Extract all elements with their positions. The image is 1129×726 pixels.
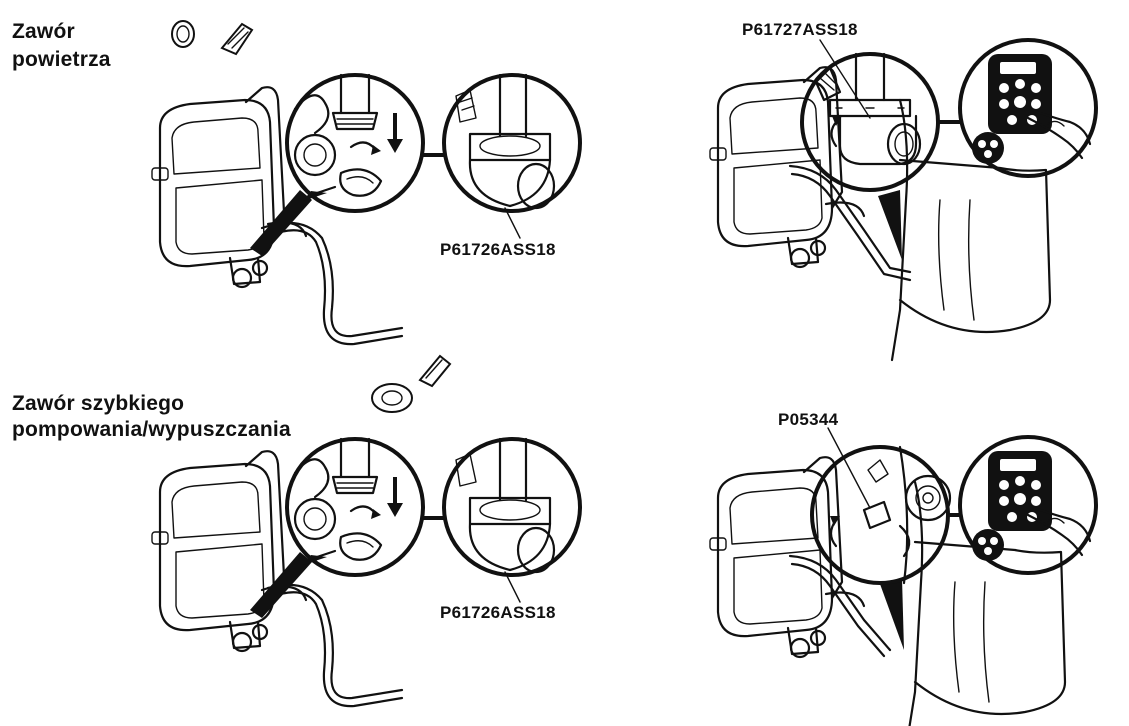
quick-valve-icon [371,354,452,413]
section-2-pump-illustration [150,354,582,708]
section-1-pump-illustration [150,20,582,346]
valve-part-detail-icon-2 [442,437,582,577]
section-1-right-part-number: P61727ASS18 [742,20,858,39]
section-2-title-line1: Zawór szybkiego [12,392,185,415]
section-1-left-part-number: P61726ASS18 [440,240,556,259]
section-2-title-line2: pompowania/wypuszczania [12,418,291,441]
section-2-left-part-number: P61726ASS18 [440,603,556,622]
section-1-pool-illustration [708,38,1098,362]
section-1-title-line2: powietrza [12,48,111,71]
section-2-right-part-number: P05344 [778,410,839,429]
quick-valve-zoom [810,445,952,585]
section-1-title-line1: Zawór [12,20,75,43]
section-2-pool-illustration [708,427,1098,726]
air-valve-icon [171,20,254,56]
valve-part-detail-icon [442,73,582,213]
